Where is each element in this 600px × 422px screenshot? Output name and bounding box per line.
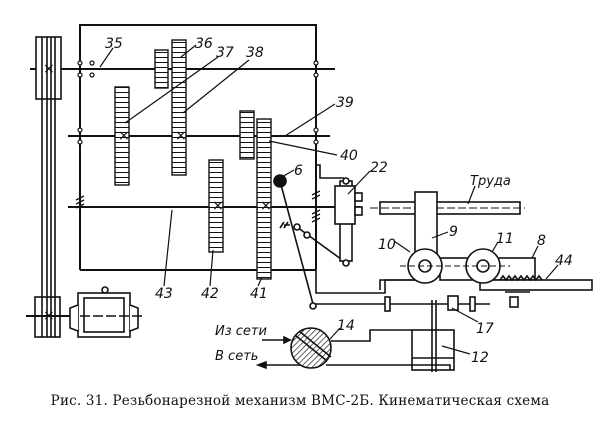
label-22: 22	[370, 160, 388, 176]
gear-40	[256, 118, 272, 280]
label-11: 11	[496, 231, 514, 247]
gear-36	[171, 39, 187, 176]
label-40: 40	[340, 148, 358, 164]
label-35: 35	[105, 36, 123, 52]
label-pipe: Труда	[470, 174, 511, 189]
label-43: 43	[155, 286, 173, 302]
label-14: 14	[337, 318, 355, 334]
label-12: 12	[471, 350, 489, 366]
part-17	[447, 295, 459, 311]
gear-42	[208, 159, 224, 253]
label-36: 36	[195, 36, 213, 52]
label-8: 8	[537, 233, 546, 249]
label-10: 10	[378, 237, 396, 253]
label-38: 38	[246, 45, 264, 61]
label-37: 37	[216, 45, 234, 61]
svg-text:×: ×	[260, 198, 272, 214]
label-17: 17	[476, 321, 494, 337]
rack-44	[499, 274, 543, 282]
label-41: 41	[250, 286, 268, 302]
label-to-network: В сеть	[215, 349, 258, 364]
label-42: 42	[201, 286, 219, 302]
label-9: 9	[449, 224, 458, 240]
svg-text:×: ×	[118, 128, 130, 144]
label-6: 6	[294, 163, 303, 179]
electric-motor	[69, 286, 145, 338]
gear-40-small	[239, 110, 255, 160]
cylinder-12	[411, 329, 455, 371]
housing-frame-top	[79, 24, 317, 70]
gear-37	[114, 86, 130, 186]
svg-text:×: ×	[43, 61, 55, 77]
label-44: 44	[555, 253, 573, 269]
svg-text:×: ×	[175, 128, 187, 144]
figure-caption: Рис. 31. Резьбонарезной механизм ВМС-2Б.…	[50, 393, 550, 409]
label-from-network: Из сети	[215, 324, 267, 339]
belt-drive	[26, 36, 80, 338]
svg-text:×: ×	[212, 198, 224, 214]
svg-text:×: ×	[43, 308, 55, 324]
label-39: 39	[336, 95, 354, 111]
gear-36-small	[154, 49, 169, 89]
